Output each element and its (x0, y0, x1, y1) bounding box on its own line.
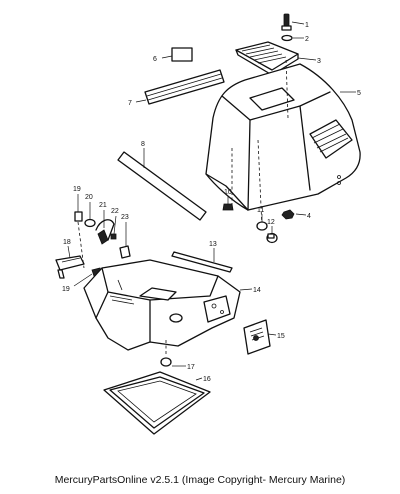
part-grommet-12 (266, 232, 278, 244)
callout-13: 13 (209, 241, 217, 248)
copyright-footer: MercuryPartsOnline v2.5.1 (Image Copyrig… (54, 474, 346, 486)
part-top-cowl (205, 57, 361, 229)
part-nut-4 (281, 209, 295, 220)
callout-5: 5 (357, 90, 361, 97)
callout-18: 18 (63, 239, 71, 246)
part-latch-hardware (74, 211, 131, 269)
callout-12: 12 (267, 219, 275, 226)
callout-1: 1 (305, 22, 309, 29)
callout-10: 10 (224, 189, 232, 196)
callout-14: 14 (253, 287, 261, 294)
callout-8: 8 (141, 141, 145, 148)
leader-lines (67, 21, 356, 381)
callout-19: 19 (73, 186, 81, 193)
part-fastener-10 (222, 203, 234, 211)
callout-22: 22 (111, 208, 119, 215)
part-plug (160, 340, 172, 367)
part-bottom-cowl (83, 259, 241, 351)
part-decal-strip (144, 69, 225, 105)
callout-23: 23 (121, 214, 129, 221)
part-plate (243, 319, 271, 355)
callout-19-lower: 19 (62, 286, 70, 293)
callout-labels: 1 2 3 4 5 6 7 8 10 11 12 13 14 15 16 17 … (62, 22, 361, 383)
callout-4: 4 (307, 213, 311, 220)
part-grommet-11 (256, 221, 268, 231)
part-seal-strip (117, 151, 207, 221)
callout-15: 15 (277, 333, 285, 340)
callout-16: 16 (203, 376, 211, 383)
callout-20: 20 (85, 194, 93, 201)
parts-diagram: 1 2 3 4 5 6 7 8 10 11 12 13 14 15 16 17 … (55, 13, 361, 435)
callout-7: 7 (128, 100, 132, 107)
part-washer (281, 34, 293, 42)
part-seal-gasket (103, 371, 211, 435)
callout-17: 17 (187, 364, 195, 371)
part-screw (281, 13, 292, 31)
part-rubber-strip (171, 251, 233, 273)
callout-21: 21 (99, 202, 107, 209)
part-latch-handle (55, 255, 85, 279)
callout-11: 11 (257, 207, 264, 214)
part-decal (171, 47, 193, 62)
callout-2: 2 (305, 36, 309, 43)
callout-3: 3 (317, 58, 321, 65)
callout-6: 6 (153, 56, 157, 63)
